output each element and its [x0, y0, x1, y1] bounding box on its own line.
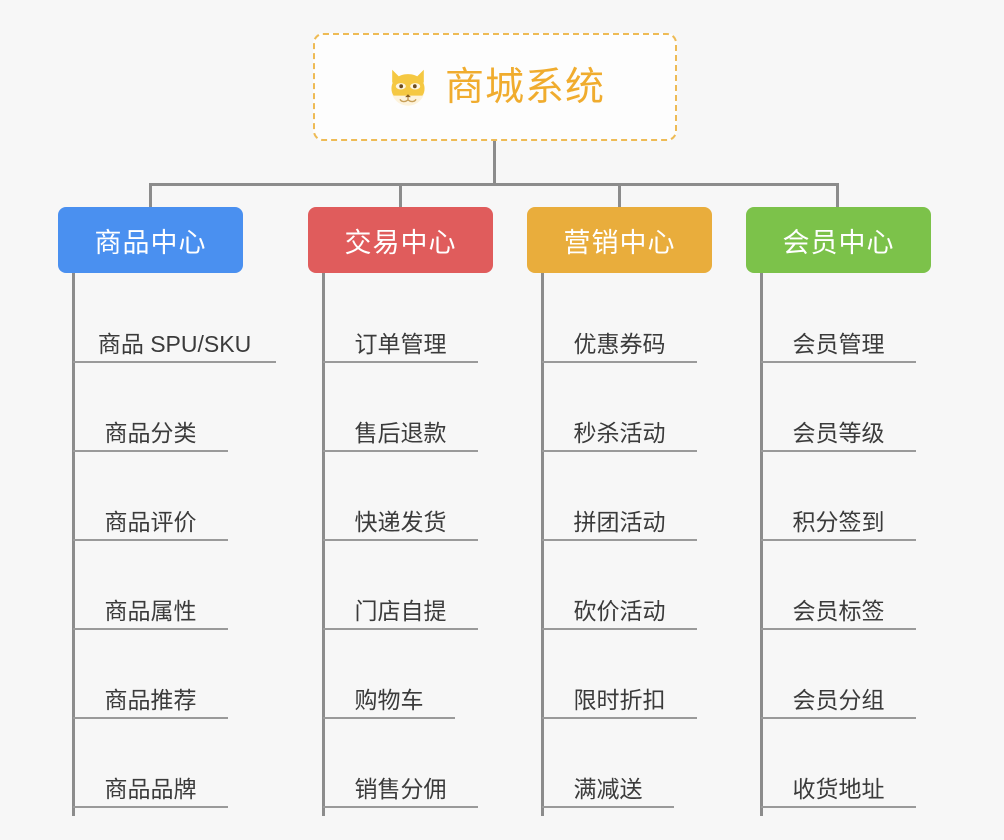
- leaf-label: 销售分佣: [354, 775, 447, 802]
- leaf-item[interactable]: 限时折扣: [542, 667, 697, 719]
- leaf-label: 秒杀活动: [573, 419, 666, 446]
- leaf-label: 商品属性: [104, 597, 197, 624]
- leaf-item[interactable]: 订单管理: [323, 311, 478, 363]
- connector-horizontal-bus: [150, 183, 838, 186]
- leaf-item[interactable]: 商品推荐: [73, 667, 228, 719]
- category-header-4-label: 会员中心: [782, 227, 895, 258]
- leaf-label: 订单管理: [354, 330, 447, 357]
- column-spine-4: [760, 273, 763, 816]
- leaf-item[interactable]: 快递发货: [323, 489, 478, 541]
- leaf-label: 会员分组: [792, 686, 885, 713]
- leaf-label: 会员管理: [792, 330, 885, 357]
- leaf-item[interactable]: 商品品牌: [73, 756, 228, 808]
- leaf-label: 限时折扣: [573, 686, 666, 713]
- root-node[interactable]: 商城系统: [313, 33, 677, 141]
- leaf-item[interactable]: 商品分类: [73, 400, 228, 452]
- leaf-label: 商品推荐: [104, 686, 197, 713]
- column-spine-3: [541, 273, 544, 816]
- leaf-label: 收货地址: [792, 775, 885, 802]
- leaf-label: 拼团活动: [573, 508, 666, 535]
- connector-drop-4: [836, 183, 839, 209]
- leaf-label: 商品评价: [104, 508, 197, 535]
- leaf-item[interactable]: 秒杀活动: [542, 400, 697, 452]
- column-spine-1: [72, 273, 75, 816]
- root-title: 商城系统: [444, 65, 605, 109]
- category-header-2[interactable]: 交易中心: [308, 207, 493, 273]
- leaf-item[interactable]: 售后退款: [323, 400, 478, 452]
- dog-face-icon: [391, 69, 425, 106]
- column-spine-2: [322, 273, 325, 816]
- leaf-item[interactable]: 积分签到: [761, 489, 916, 541]
- leaf-label: 砍价活动: [573, 597, 666, 624]
- leaf-item[interactable]: 商品属性: [73, 578, 228, 630]
- leaf-label: 购物车: [354, 686, 424, 713]
- category-header-2-label: 交易中心: [344, 227, 457, 258]
- leaf-label: 满减送: [573, 775, 643, 802]
- leaf-item[interactable]: 会员分组: [761, 667, 916, 719]
- leaf-label: 会员等级: [792, 419, 885, 446]
- connector-root-stem: [493, 141, 496, 185]
- leaf-item[interactable]: 会员标签: [761, 578, 916, 630]
- leaf-item[interactable]: 购物车: [323, 667, 455, 719]
- leaf-item[interactable]: 商品评价: [73, 489, 228, 541]
- leaf-label: 商品 SPU/SKU: [97, 330, 252, 357]
- leaf-item[interactable]: 会员管理: [761, 311, 916, 363]
- leaf-label: 门店自提: [354, 597, 447, 624]
- leaf-item[interactable]: 会员等级: [761, 400, 916, 452]
- leaf-label: 商品分类: [104, 419, 197, 446]
- leaf-label: 优惠券码: [573, 330, 666, 357]
- leaf-label: 会员标签: [792, 597, 885, 624]
- connector-drop-2: [399, 183, 402, 209]
- root-node-content: 商城系统: [385, 64, 605, 110]
- category-header-3-label: 营销中心: [563, 227, 676, 258]
- category-header-4[interactable]: 会员中心: [746, 207, 931, 273]
- category-header-3[interactable]: 营销中心: [527, 207, 712, 273]
- category-header-1-label: 商品中心: [94, 227, 207, 258]
- leaf-item[interactable]: 优惠券码: [542, 311, 697, 363]
- connector-drop-1: [149, 183, 152, 209]
- leaf-label: 售后退款: [354, 419, 447, 446]
- leaf-item[interactable]: 拼团活动: [542, 489, 697, 541]
- leaf-item[interactable]: 门店自提: [323, 578, 478, 630]
- leaf-label: 商品品牌: [104, 775, 197, 802]
- leaf-item[interactable]: 满减送: [542, 756, 674, 808]
- leaf-item[interactable]: 商品 SPU/SKU: [73, 311, 276, 363]
- leaf-item[interactable]: 砍价活动: [542, 578, 697, 630]
- leaf-label: 快递发货: [354, 508, 447, 535]
- connector-drop-3: [618, 183, 621, 209]
- leaf-item[interactable]: 销售分佣: [323, 756, 478, 808]
- leaf-item[interactable]: 收货地址: [761, 756, 916, 808]
- leaf-label: 积分签到: [792, 508, 885, 535]
- category-header-1[interactable]: 商品中心: [58, 207, 243, 273]
